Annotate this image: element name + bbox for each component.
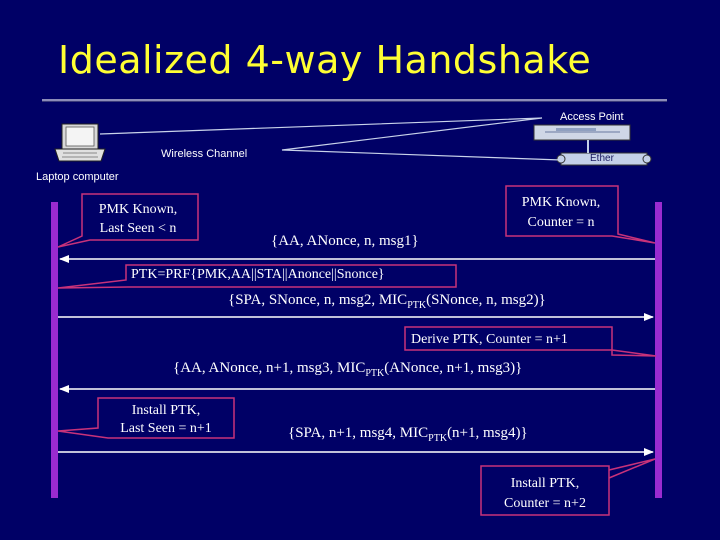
msg3-label: {AA, ANonce, n+1, msg3, MICPTK(ANonce, n…	[173, 360, 523, 379]
laptop-lifeline	[51, 202, 58, 498]
laptop-pmk-line1: PMK Known,	[98, 202, 178, 217]
laptop-icon	[54, 123, 106, 162]
laptop-pmk-note: PMK Known, Last Seen < n	[86, 200, 190, 238]
laptop-pmk-line2: Last Seen < n	[99, 221, 177, 236]
ap-install-note: Install PTK, Counter = n+2	[483, 474, 607, 514]
laptop-install-note: Install PTK, Last Seen = n+1	[102, 402, 230, 438]
laptop-pmk-callout	[57, 193, 199, 248]
msg3-text-end: (ANonce, n+1, msg3)}	[384, 360, 523, 376]
laptop-install-line2: Last Seen = n+1	[120, 421, 212, 436]
ether-segment	[556, 140, 652, 166]
msg1-label: {AA, ANonce, n, msg1}	[271, 233, 419, 249]
ap-lifeline	[655, 202, 662, 498]
slide-title: Idealized 4-way Handshake	[58, 38, 592, 82]
ptk-formula-callout	[57, 264, 457, 289]
ap-install-line2: Counter = n+2	[504, 496, 586, 511]
ap-pmk-callout	[505, 185, 656, 244]
access-point-icon	[533, 124, 631, 141]
ap-derive-callout	[404, 326, 657, 357]
ap-derive-note: Derive PTK, Counter = n+1	[411, 332, 568, 347]
wireless-channel-label: Wireless Channel	[161, 148, 248, 160]
msg4-subscript: PTK	[428, 433, 448, 444]
laptop-label: Laptop computer	[36, 171, 119, 183]
msg2-label: {SPA, SNonce, n, msg2, MICPTK(SNonce, n,…	[228, 292, 546, 311]
ap-install-callout	[480, 458, 656, 516]
msg2-text: {SPA, SNonce, n, msg2, MIC	[228, 292, 408, 308]
msg4-text-end: (n+1, msg4)}	[447, 425, 528, 441]
msg4-text: {SPA, n+1, msg4, MIC	[288, 425, 429, 441]
laptop-install-callout	[57, 397, 235, 439]
ap-pmk-line2: Counter = n	[527, 215, 595, 230]
ptk-formula-note: PTK=PRF{PMK,AA||STA||Anonce||Snonce}	[131, 267, 385, 282]
ap-pmk-note: PMK Known, Counter = n	[508, 193, 614, 233]
ap-pmk-line1: PMK Known,	[521, 195, 601, 210]
wireless-channel-bolt	[99, 117, 562, 161]
ether-label: Ether	[590, 153, 614, 164]
msg4-label: {SPA, n+1, msg4, MICPTK(n+1, msg4)}	[288, 425, 528, 444]
msg2-text-end: (SNonce, n, msg2)}	[426, 292, 546, 308]
laptop-install-line1: Install PTK,	[131, 403, 201, 418]
access-point-label: Access Point	[560, 111, 624, 123]
msg2-subscript: PTK	[407, 300, 427, 311]
msg3-subscript: PTK	[365, 368, 385, 379]
title-divider	[42, 99, 667, 101]
msg3-text: {AA, ANonce, n+1, msg3, MIC	[173, 360, 366, 376]
ap-install-line1: Install PTK,	[510, 476, 580, 491]
